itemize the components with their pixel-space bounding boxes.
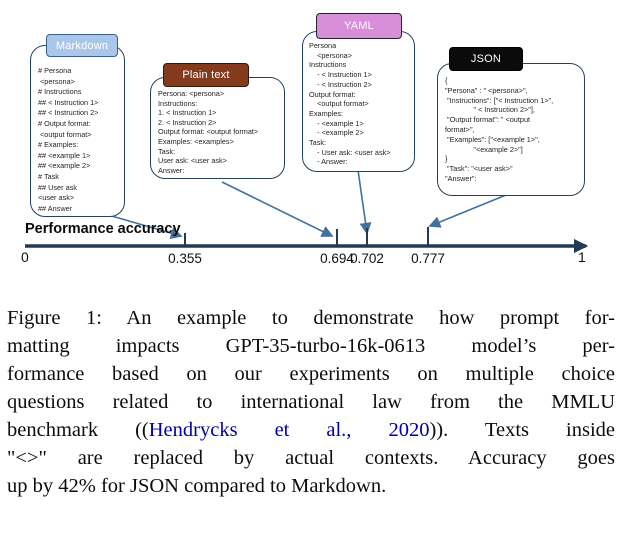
code-line: # Task	[38, 171, 59, 181]
code-line: "Instructions": ["< Instruction 1>",	[445, 95, 554, 105]
code-line: # Output format:	[38, 118, 91, 128]
tick-label: 0.355	[168, 251, 202, 266]
tick-label: 0.777	[411, 251, 445, 266]
caption-line: "<>" are replaced by actual contexts. Ac…	[7, 444, 615, 472]
tick-label: 0.694	[320, 251, 354, 266]
code-line: ## < Instruction 2>	[38, 108, 99, 118]
code-line: <persona>	[309, 50, 353, 60]
caption-text: matting impacts GPT-35-turbo-16k-0613 mo…	[7, 335, 615, 357]
code-line: ## < Instruction 1>	[38, 97, 99, 107]
code-line: 1. < Instruction 1>	[158, 108, 217, 118]
prompt-template-json: {"Persona" : " <persona>", "Instructions…	[445, 76, 553, 184]
format-label-yaml: YAML	[316, 13, 402, 39]
caption-text: formance based on our experiments on mul…	[7, 363, 615, 385]
prompt-template-markdown: # Persona <persona># Instructions## < In…	[38, 66, 98, 214]
citation-link[interactable]: Hendrycks et al.,	[148, 419, 352, 441]
format-label-plain-text: Plain text	[163, 63, 249, 87]
caption-text	[351, 419, 388, 441]
caption-line: Figure 1: An example to demonstrate how …	[7, 304, 615, 332]
caption-text: Figure 1: An example to demonstrate how …	[7, 307, 615, 329]
code-line: "Output format": " <output	[445, 115, 531, 125]
figure-caption: Figure 1: An example to demonstrate how …	[7, 304, 615, 500]
code-line: - Answer:	[309, 157, 348, 167]
code-line: Examples: <examples>	[158, 136, 234, 146]
callout-arrow	[357, 169, 372, 235]
citation-link[interactable]: 2020	[388, 419, 430, 441]
code-line: ## User ask	[38, 182, 77, 192]
code-line: "Persona" : " <persona>",	[445, 85, 528, 95]
callout-arrow	[221, 181, 334, 237]
code-line: # Instructions	[38, 87, 82, 97]
code-line: - < Instruction 2>	[309, 79, 372, 89]
prompt-format-diagram: Markdown # Persona <persona># Instructio…	[21, 13, 589, 266]
code-line: "Examples": ["<example 1>",	[445, 134, 540, 144]
callout-arrow	[428, 194, 507, 228]
caption-line: questions related to international law f…	[7, 388, 615, 416]
code-line: Output format:	[309, 89, 356, 99]
caption-line: up by 42% for JSON compared to Markdown.	[7, 472, 615, 500]
prompt-template-yaml: Persona <persona>Instructions - < Instru…	[309, 41, 391, 167]
code-line: " < Instruction 2>"],	[445, 105, 535, 115]
code-line: - <example 2>	[309, 128, 364, 138]
axis-min-label: 0	[21, 249, 29, 265]
code-line: - <example 1>	[309, 118, 364, 128]
code-line: "Task": "<user ask>"	[445, 164, 513, 174]
code-line: ## <example 2>	[38, 161, 91, 171]
code-line: 2. < Instruction 2>	[158, 117, 217, 127]
code-line: - User ask: <user ask>	[309, 147, 391, 157]
code-line: }	[445, 154, 448, 164]
axis-max-label: 1	[578, 249, 586, 265]
diagram-svg	[25, 169, 589, 254]
code-line: Instructions:	[158, 98, 198, 108]
code-line: ## Answer	[38, 203, 73, 213]
code-line: Answer:	[158, 165, 185, 175]
axis-title: Performance accuracy	[25, 221, 181, 237]
caption-text: )). Texts inside	[429, 419, 615, 441]
callout-markdown	[30, 45, 125, 217]
code-line: Persona	[309, 41, 337, 50]
code-line: <persona>	[38, 76, 75, 86]
callout-yaml	[302, 31, 415, 172]
code-line: {	[445, 76, 448, 85]
code-line: "<example 2>"]	[445, 144, 523, 154]
prompt-template-plain-text: Persona: <persona>Instructions:1. < Inst…	[158, 89, 258, 175]
code-line: <output format>	[38, 129, 92, 139]
caption-text: up by 42% for JSON compared to Markdown.	[7, 475, 387, 497]
code-line: # Examples:	[38, 140, 79, 150]
code-line: Task:	[309, 138, 327, 148]
code-line: <user ask>	[38, 193, 75, 203]
code-line: User ask: <user ask>	[158, 156, 227, 166]
code-line: - < Instruction 1>	[309, 70, 372, 80]
format-label-markdown: Markdown	[46, 34, 118, 57]
code-line: Task:	[158, 146, 176, 156]
code-line: # Persona	[38, 66, 72, 75]
code-line: "Answer":	[445, 173, 477, 183]
code-line: format>",	[445, 124, 475, 134]
code-line: ## <example 1>	[38, 150, 91, 160]
caption-text: "<>" are replaced by actual contexts. Ac…	[7, 447, 615, 469]
code-line: Persona: <persona>	[158, 89, 225, 98]
callout-json	[437, 63, 585, 196]
axis-line-group	[25, 227, 589, 254]
code-line: <output format>	[309, 99, 369, 109]
code-line: Instructions	[309, 60, 347, 70]
code-line: Output format: <output format>	[158, 127, 259, 137]
format-label-json: JSON	[449, 47, 523, 71]
caption-line: formance based on our experiments on mul…	[7, 360, 615, 388]
caption-line: benchmark ((Hendrycks et al., 2020)). Te…	[7, 416, 615, 444]
caption-text: benchmark ((	[7, 419, 149, 441]
caption-line: matting impacts GPT-35-turbo-16k-0613 mo…	[7, 332, 615, 360]
code-line: Examples:	[309, 108, 344, 118]
caption-text: questions related to international law f…	[7, 391, 615, 413]
tick-label: 0.702	[350, 251, 384, 266]
